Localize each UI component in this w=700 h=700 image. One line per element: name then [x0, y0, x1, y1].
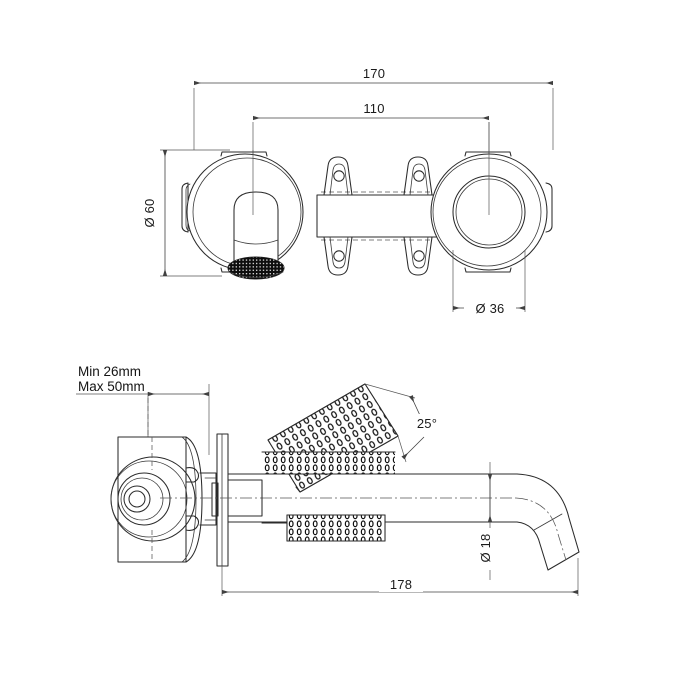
dim-110: 110 [253, 99, 489, 121]
grip-band-lower [261, 514, 386, 542]
dim-170-label: 170 [363, 66, 385, 81]
mounting-bracket [316, 156, 438, 276]
dim-178: 178 [221, 558, 579, 596]
wall-thickness-note: Min 26mm Max 50mm [78, 364, 145, 394]
note-max50-label: Max 50mm [78, 379, 145, 394]
dim-25deg-label: 25° [417, 416, 437, 431]
dim-170-extlines [193, 88, 554, 150]
handle-escutcheon-plate [181, 150, 304, 280]
dim-d18: Ø 18 [478, 462, 496, 580]
dim-110-label: 110 [363, 101, 384, 116]
dim-d36-label: Ø 36 [476, 301, 505, 316]
angled-grip-block [267, 383, 399, 493]
spout-escutcheon-plate [430, 122, 553, 273]
valve-body [110, 436, 217, 563]
handle-end-texture [228, 257, 284, 279]
dim-d60-label: Ø 60 [142, 199, 157, 228]
note-min26-label: Min 26mm [78, 364, 141, 379]
grip-band-middle [261, 451, 396, 475]
top-view-group: 170 110 Ø 60 [142, 64, 554, 316]
wall-flange [211, 433, 229, 567]
side-view-group: Min 26mm Max 50mm [76, 364, 580, 596]
dim-d18-label: Ø 18 [478, 534, 493, 563]
dim-d36: Ø 36 [452, 250, 526, 316]
dim-d60: Ø 60 [142, 149, 230, 277]
dim-178-label: 178 [390, 577, 412, 592]
dim-170: 170 [194, 64, 553, 86]
dim-25deg: 25° [364, 383, 445, 463]
